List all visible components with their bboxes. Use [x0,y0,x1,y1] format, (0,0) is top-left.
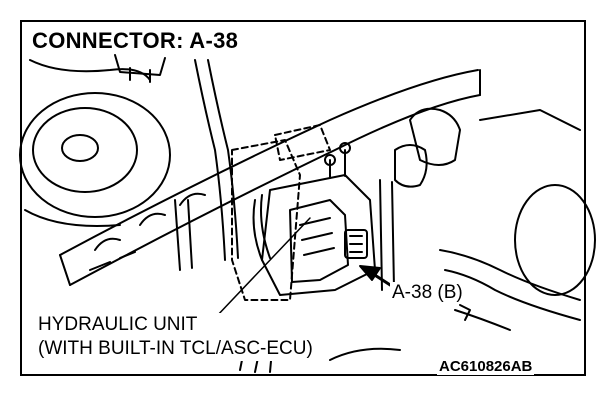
figure-code: AC610826AB [437,358,535,375]
component-label-line2: (WITH BUILT-IN TCL/ASC-ECU) [38,338,313,359]
upper-hose [59,69,481,286]
connector-callout-label: A-38 (B) [390,282,465,304]
unit-leader-line [214,217,311,319]
dashed-outline [231,124,331,301]
component-label-line1: HYDRAULIC UNIT [38,314,198,335]
strut-tower [19,54,171,227]
connector-a38 [344,229,368,259]
right-components [379,107,596,331]
figure-border [20,20,586,376]
brake-lines-left [174,59,239,271]
connector-title: CONNECTOR: A-38 [30,28,241,54]
component-label: HYDRAULIC UNIT (WITH BUILT-IN TCL/ASC-EC… [36,313,315,361]
